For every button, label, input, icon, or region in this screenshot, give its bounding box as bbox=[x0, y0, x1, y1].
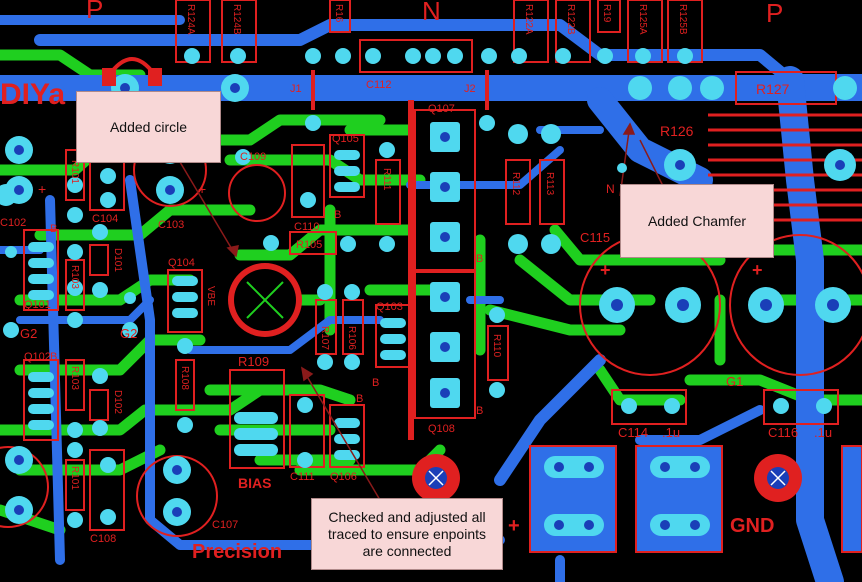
label-b-6: B bbox=[356, 393, 363, 405]
label-top-n: N bbox=[422, 0, 441, 26]
bus-bar bbox=[408, 100, 414, 440]
label-q101: Q101 bbox=[24, 299, 51, 311]
label-q108: Q108 bbox=[428, 423, 455, 435]
label-r112: R112 bbox=[510, 172, 521, 196]
label-vbe: VBE bbox=[205, 286, 216, 306]
annotation-added-circle: Added circle bbox=[76, 91, 221, 163]
label-c111: C111 bbox=[290, 471, 315, 483]
label-c108: C108 bbox=[90, 533, 116, 545]
label-c116-val: .1u bbox=[814, 425, 832, 440]
j1-bar bbox=[311, 70, 315, 110]
label-r101: R101 bbox=[69, 160, 80, 184]
label-r126: R126 bbox=[660, 123, 694, 139]
label-r103: R103 bbox=[69, 265, 80, 289]
label-g1: G1 bbox=[726, 374, 743, 389]
label-q107: Q107 bbox=[428, 103, 455, 115]
label-r19: R19 bbox=[601, 4, 612, 23]
label-top-p-right: P bbox=[766, 0, 783, 28]
label-b-4: B bbox=[476, 405, 483, 417]
label-c109: C109 bbox=[240, 151, 266, 163]
label-plus-c102: + bbox=[38, 181, 46, 197]
label-bias: BIAS bbox=[238, 475, 271, 491]
label-r103b: R103 bbox=[69, 366, 80, 390]
label-c114: C114 bbox=[618, 425, 648, 440]
headphone-logo-icon bbox=[102, 57, 162, 86]
label-n-small: N bbox=[606, 182, 615, 196]
label-r124b: R124B bbox=[231, 4, 242, 35]
label-c107: C107 bbox=[212, 519, 238, 531]
label-c110: C110 bbox=[294, 221, 319, 233]
label-r127: R127 bbox=[756, 81, 790, 97]
label-plus-c103: + bbox=[198, 181, 206, 197]
label-r105: R105 bbox=[296, 239, 322, 251]
label-r16: R16 bbox=[333, 4, 344, 23]
label-r106: R106 bbox=[346, 326, 357, 350]
label-r107: R107 bbox=[319, 326, 330, 350]
label-r125b: R125B bbox=[677, 4, 688, 35]
label-plus-c116: + bbox=[752, 260, 763, 280]
label-c112: C112 bbox=[366, 79, 391, 91]
label-plus-bottom: + bbox=[508, 515, 520, 537]
silkscreen-labels: P N P DIYa Precision BIAS GND + G1 G2 G2… bbox=[0, 0, 832, 563]
label-r101b: R101 bbox=[69, 466, 80, 490]
label-r122b: R122B bbox=[565, 4, 576, 35]
label-c103: C103 bbox=[158, 219, 184, 231]
label-q105: Q105 bbox=[332, 133, 359, 145]
label-b-5: B bbox=[372, 377, 379, 389]
label-r108: R108 bbox=[179, 366, 190, 390]
label-r113: R113 bbox=[544, 172, 555, 196]
label-gnd: GND bbox=[730, 515, 774, 537]
label-c104: C104 bbox=[92, 213, 118, 225]
label-q102: Q102 bbox=[24, 351, 51, 363]
label-brand-bottom: Precision bbox=[192, 541, 282, 563]
label-r124a: R124A bbox=[185, 4, 196, 35]
label-r109: R109 bbox=[238, 354, 269, 369]
label-r110: R110 bbox=[491, 334, 502, 358]
annotation-added-chamfer: Added Chamfer bbox=[620, 184, 774, 258]
label-top-p-left: P bbox=[86, 0, 103, 24]
annotation-traces-checked: Checked and adjusted all traced to ensur… bbox=[311, 498, 503, 570]
label-r125a: R125A bbox=[637, 4, 648, 35]
label-q103: Q103 bbox=[376, 301, 403, 313]
label-d102: D102 bbox=[112, 390, 123, 414]
label-r111: R111 bbox=[381, 168, 392, 191]
label-c116: C116 bbox=[768, 425, 798, 440]
label-b-2: B bbox=[334, 209, 341, 221]
label-brand: DIYa bbox=[0, 78, 65, 111]
added-circle-marker bbox=[228, 263, 302, 337]
label-q106: Q106 bbox=[330, 471, 357, 483]
label-c114-val: .1u bbox=[662, 425, 680, 440]
label-d101: D101 bbox=[112, 248, 123, 272]
label-j1: J1 bbox=[290, 83, 302, 95]
label-plus-c115: + bbox=[600, 260, 611, 280]
label-c102: C102 bbox=[0, 217, 26, 229]
mounting-holes bbox=[412, 454, 802, 502]
label-b-7: B bbox=[50, 351, 57, 363]
label-r122a: R122A bbox=[523, 4, 534, 35]
label-b-3: B bbox=[476, 253, 483, 265]
label-g2-left: G2 bbox=[20, 326, 37, 341]
label-g2-right: G2 bbox=[120, 326, 137, 341]
label-q104: Q104 bbox=[168, 257, 195, 269]
label-b-1: B bbox=[50, 223, 57, 235]
j2-bar bbox=[485, 70, 489, 110]
label-c115: C115 bbox=[580, 230, 610, 245]
label-j2: J2 bbox=[464, 83, 476, 95]
